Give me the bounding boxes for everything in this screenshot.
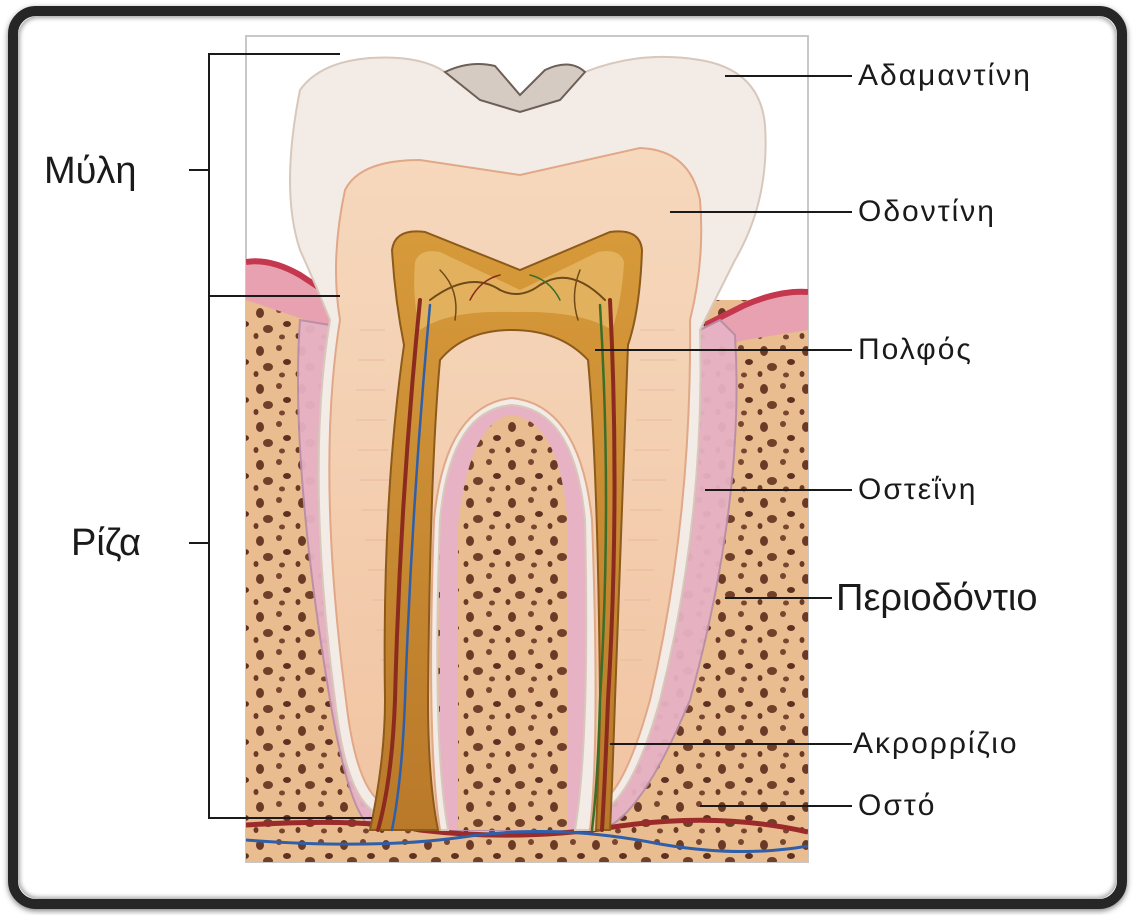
bone-label: Οστό xyxy=(858,791,936,821)
periodontium-label: Περιοδόντιο xyxy=(836,579,1037,617)
inter-root-bone xyxy=(458,415,568,830)
crown-label: Μύλη xyxy=(44,152,137,190)
enamel-label: Αδαμαντίνη xyxy=(858,61,1032,91)
dentin-label: Οδοντίνη xyxy=(858,197,996,227)
pulp-label: Πολφός xyxy=(858,335,973,365)
apex-label: Ακρορρίζιο xyxy=(853,729,1019,759)
root-label: Ρίζα xyxy=(71,524,141,562)
cementum-label: Οστεΐνη xyxy=(858,475,977,505)
